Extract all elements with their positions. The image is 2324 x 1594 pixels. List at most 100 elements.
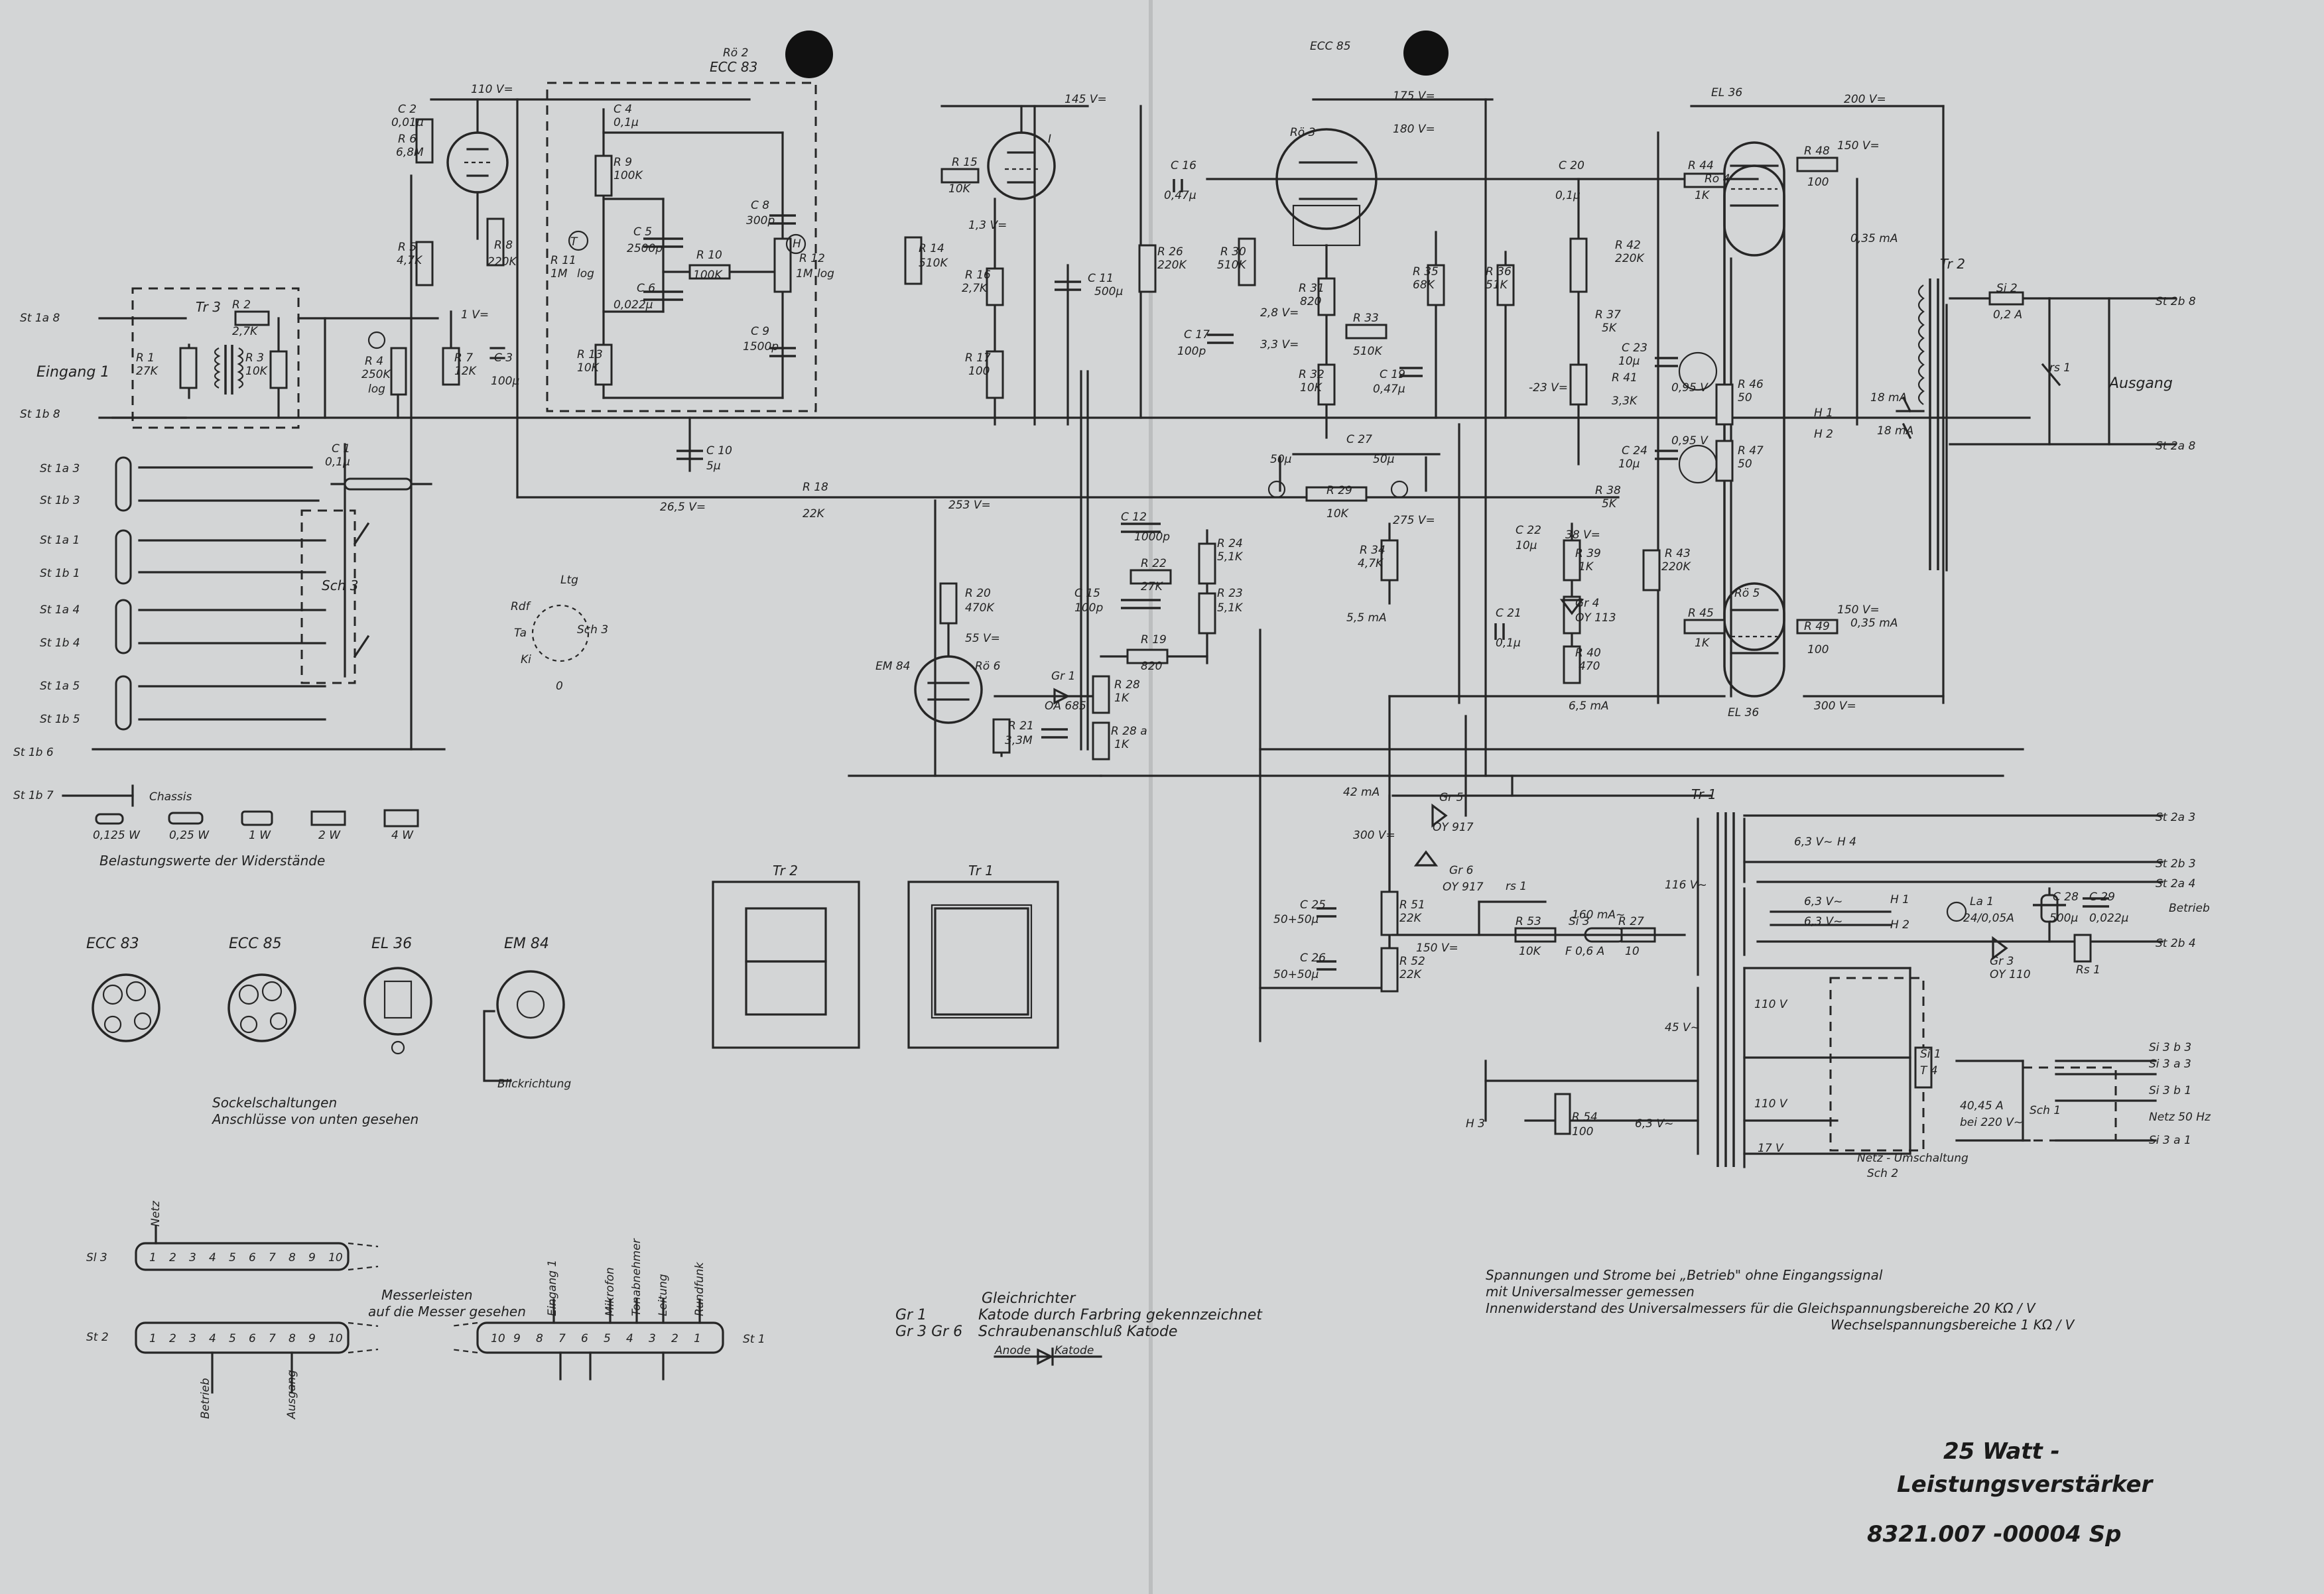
st1b8-label: St 1b 8 [20, 408, 60, 421]
tube-input-stage [415, 98, 509, 386]
label-c2v: 0,01µ [391, 116, 424, 129]
pin-number: 10 [328, 1251, 343, 1264]
label-i42: 42 mA [1343, 786, 1380, 799]
label-r14: R 14 [919, 242, 944, 255]
tonabnehmer-pin-label: Tonabnehmer [630, 1238, 643, 1316]
label-r44v: 1K [1695, 189, 1711, 202]
transformer-views [712, 881, 1059, 1049]
pin-number: 6 [581, 1332, 588, 1345]
label-gr3: Gr 3 [1990, 955, 2014, 968]
label-si2: Si 2 [1996, 282, 2018, 295]
st1b3-label: St 1b 3 [40, 494, 80, 507]
label-v110: 110 V= [471, 83, 513, 96]
label-r45v: 1K [1695, 637, 1711, 650]
view-direction-label: Blickrichtung [497, 1077, 571, 1091]
pin-number: 3 [649, 1332, 656, 1345]
input-selector-lines [115, 443, 432, 731]
label-gr5: Gr 5 [1439, 791, 1463, 804]
label-r3: R 3 [245, 351, 264, 365]
label-c27a: 50µ [1270, 453, 1292, 466]
label-r22: R 22 [1141, 557, 1167, 570]
label-r40: R 40 [1575, 646, 1601, 660]
label-c17: C 17 [1184, 328, 1210, 341]
tone-control-box [546, 82, 817, 472]
netz-pin-label: Netz [149, 1200, 162, 1227]
label-r12l: log [817, 267, 834, 280]
rectifier-gr3: Gr 3 Gr 6 [895, 1323, 962, 1340]
st1b1-label: St 1b 1 [40, 567, 80, 580]
pin-number: 1 [149, 1332, 157, 1345]
label-rs1b: rs 1 [1506, 880, 1527, 893]
label-r35: R 35 [1413, 265, 1439, 278]
label-zero: 0 [556, 680, 563, 693]
label-r42v: 220K [1615, 252, 1645, 265]
ausgang-pin-label: Ausgang [285, 1370, 298, 1420]
label-r5v: 4,7K [397, 254, 423, 267]
si3a3-label: Si 3 a 3 [2149, 1058, 2191, 1071]
load-4w: 4 W [391, 829, 414, 842]
label-r36v: 51K [1486, 278, 1509, 292]
label-c24: C 24 [1622, 444, 1647, 458]
label-r16v: 2,7K [962, 282, 988, 295]
socket-caption-1: Sockelschaltungen [212, 1095, 337, 1111]
label-i55: 5,5 mA [1346, 611, 1387, 625]
label-r48v: 100 [1807, 176, 1829, 189]
label-i18a: 18 mA [1870, 391, 1907, 404]
label-i65: 6,5 mA [1569, 700, 1609, 713]
label-r36: R 36 [1486, 265, 1512, 278]
label-c17v: 100p [1177, 345, 1206, 358]
label-v095b: 0,95 V [1671, 434, 1709, 448]
leitung-pin-label: Leitung [657, 1274, 670, 1316]
connector-labels: St 1a 8 St 1b 8 Eingang 1 St 1a 3 St 1b … [13, 295, 2211, 1147]
pin-number: 6 [249, 1251, 256, 1264]
sl2-label: St 2 [86, 1331, 109, 1344]
pin-number: 2 [169, 1251, 176, 1264]
label-r39v: 1K [1579, 560, 1594, 574]
tube-driver-stage [904, 105, 1183, 751]
label-h2: H 2 [1890, 918, 1909, 932]
label-c1v: 0,1µ [325, 456, 350, 469]
label-i160: 160 mA~ [1572, 908, 1625, 922]
label-r15v: 10K [948, 182, 972, 196]
label-c24v: 10µ [1618, 458, 1640, 471]
label-v116: 116 V~ [1665, 879, 1707, 892]
socket-el36-label: EL 36 [371, 936, 412, 952]
label-c22v: 10µ [1516, 539, 1537, 552]
load-caption: Belastungswerte der Widerstände [99, 853, 325, 869]
el36-lower-label: EL 36 [1728, 706, 1759, 719]
label-gr1: Gr 1 [1051, 670, 1075, 683]
label-r38: R 38 [1595, 484, 1621, 497]
note-line-4: Wechselspannungsbereiche 1 KΩ / V [1831, 1317, 2075, 1333]
label-r24: R 24 [1217, 537, 1243, 550]
ro6-label: Rö 6 [975, 660, 1001, 673]
pin-number: 4 [626, 1332, 633, 1345]
pin-number: 5 [604, 1332, 611, 1345]
socket-ecc85-label: ECC 85 [229, 936, 282, 952]
pin-number: 9 [513, 1332, 521, 1345]
label-gr1v: OA 685 [1045, 700, 1086, 713]
label-h3: H 3 [1466, 1117, 1485, 1131]
load-025w: 0,25 W [169, 829, 210, 842]
label-c12v: 1000p [1134, 530, 1170, 544]
sl3-label: Sl 3 [86, 1251, 107, 1264]
label-c27: C 27 [1346, 433, 1372, 446]
label-r18v: 22K [803, 507, 826, 521]
label-c11v: 500µ [1094, 285, 1123, 298]
label-r5: R 5 [398, 241, 417, 254]
label-r21: R 21 [1008, 719, 1034, 733]
label-r20: R 20 [965, 587, 991, 600]
load-0125w: 0,125 W [93, 829, 141, 842]
label-r41: R 41 [1612, 371, 1638, 385]
tr1-view-label: Tr 1 [968, 863, 994, 879]
label-r32v: 10K [1300, 381, 1323, 395]
label-r33: R 33 [1353, 312, 1379, 325]
socket-em84-label: EM 84 [504, 936, 549, 952]
label-v33: 3,3 V= [1260, 338, 1299, 351]
connector-strips [135, 1225, 724, 1394]
pin-number: 8 [536, 1332, 543, 1345]
ro2-label: Rö 2 [723, 46, 748, 60]
label-c23: C 23 [1622, 341, 1647, 355]
label-gr6: Gr 6 [1449, 864, 1474, 877]
label-ltg: Ltg [560, 574, 578, 587]
label-sch3b: Sch 3 [577, 623, 608, 637]
